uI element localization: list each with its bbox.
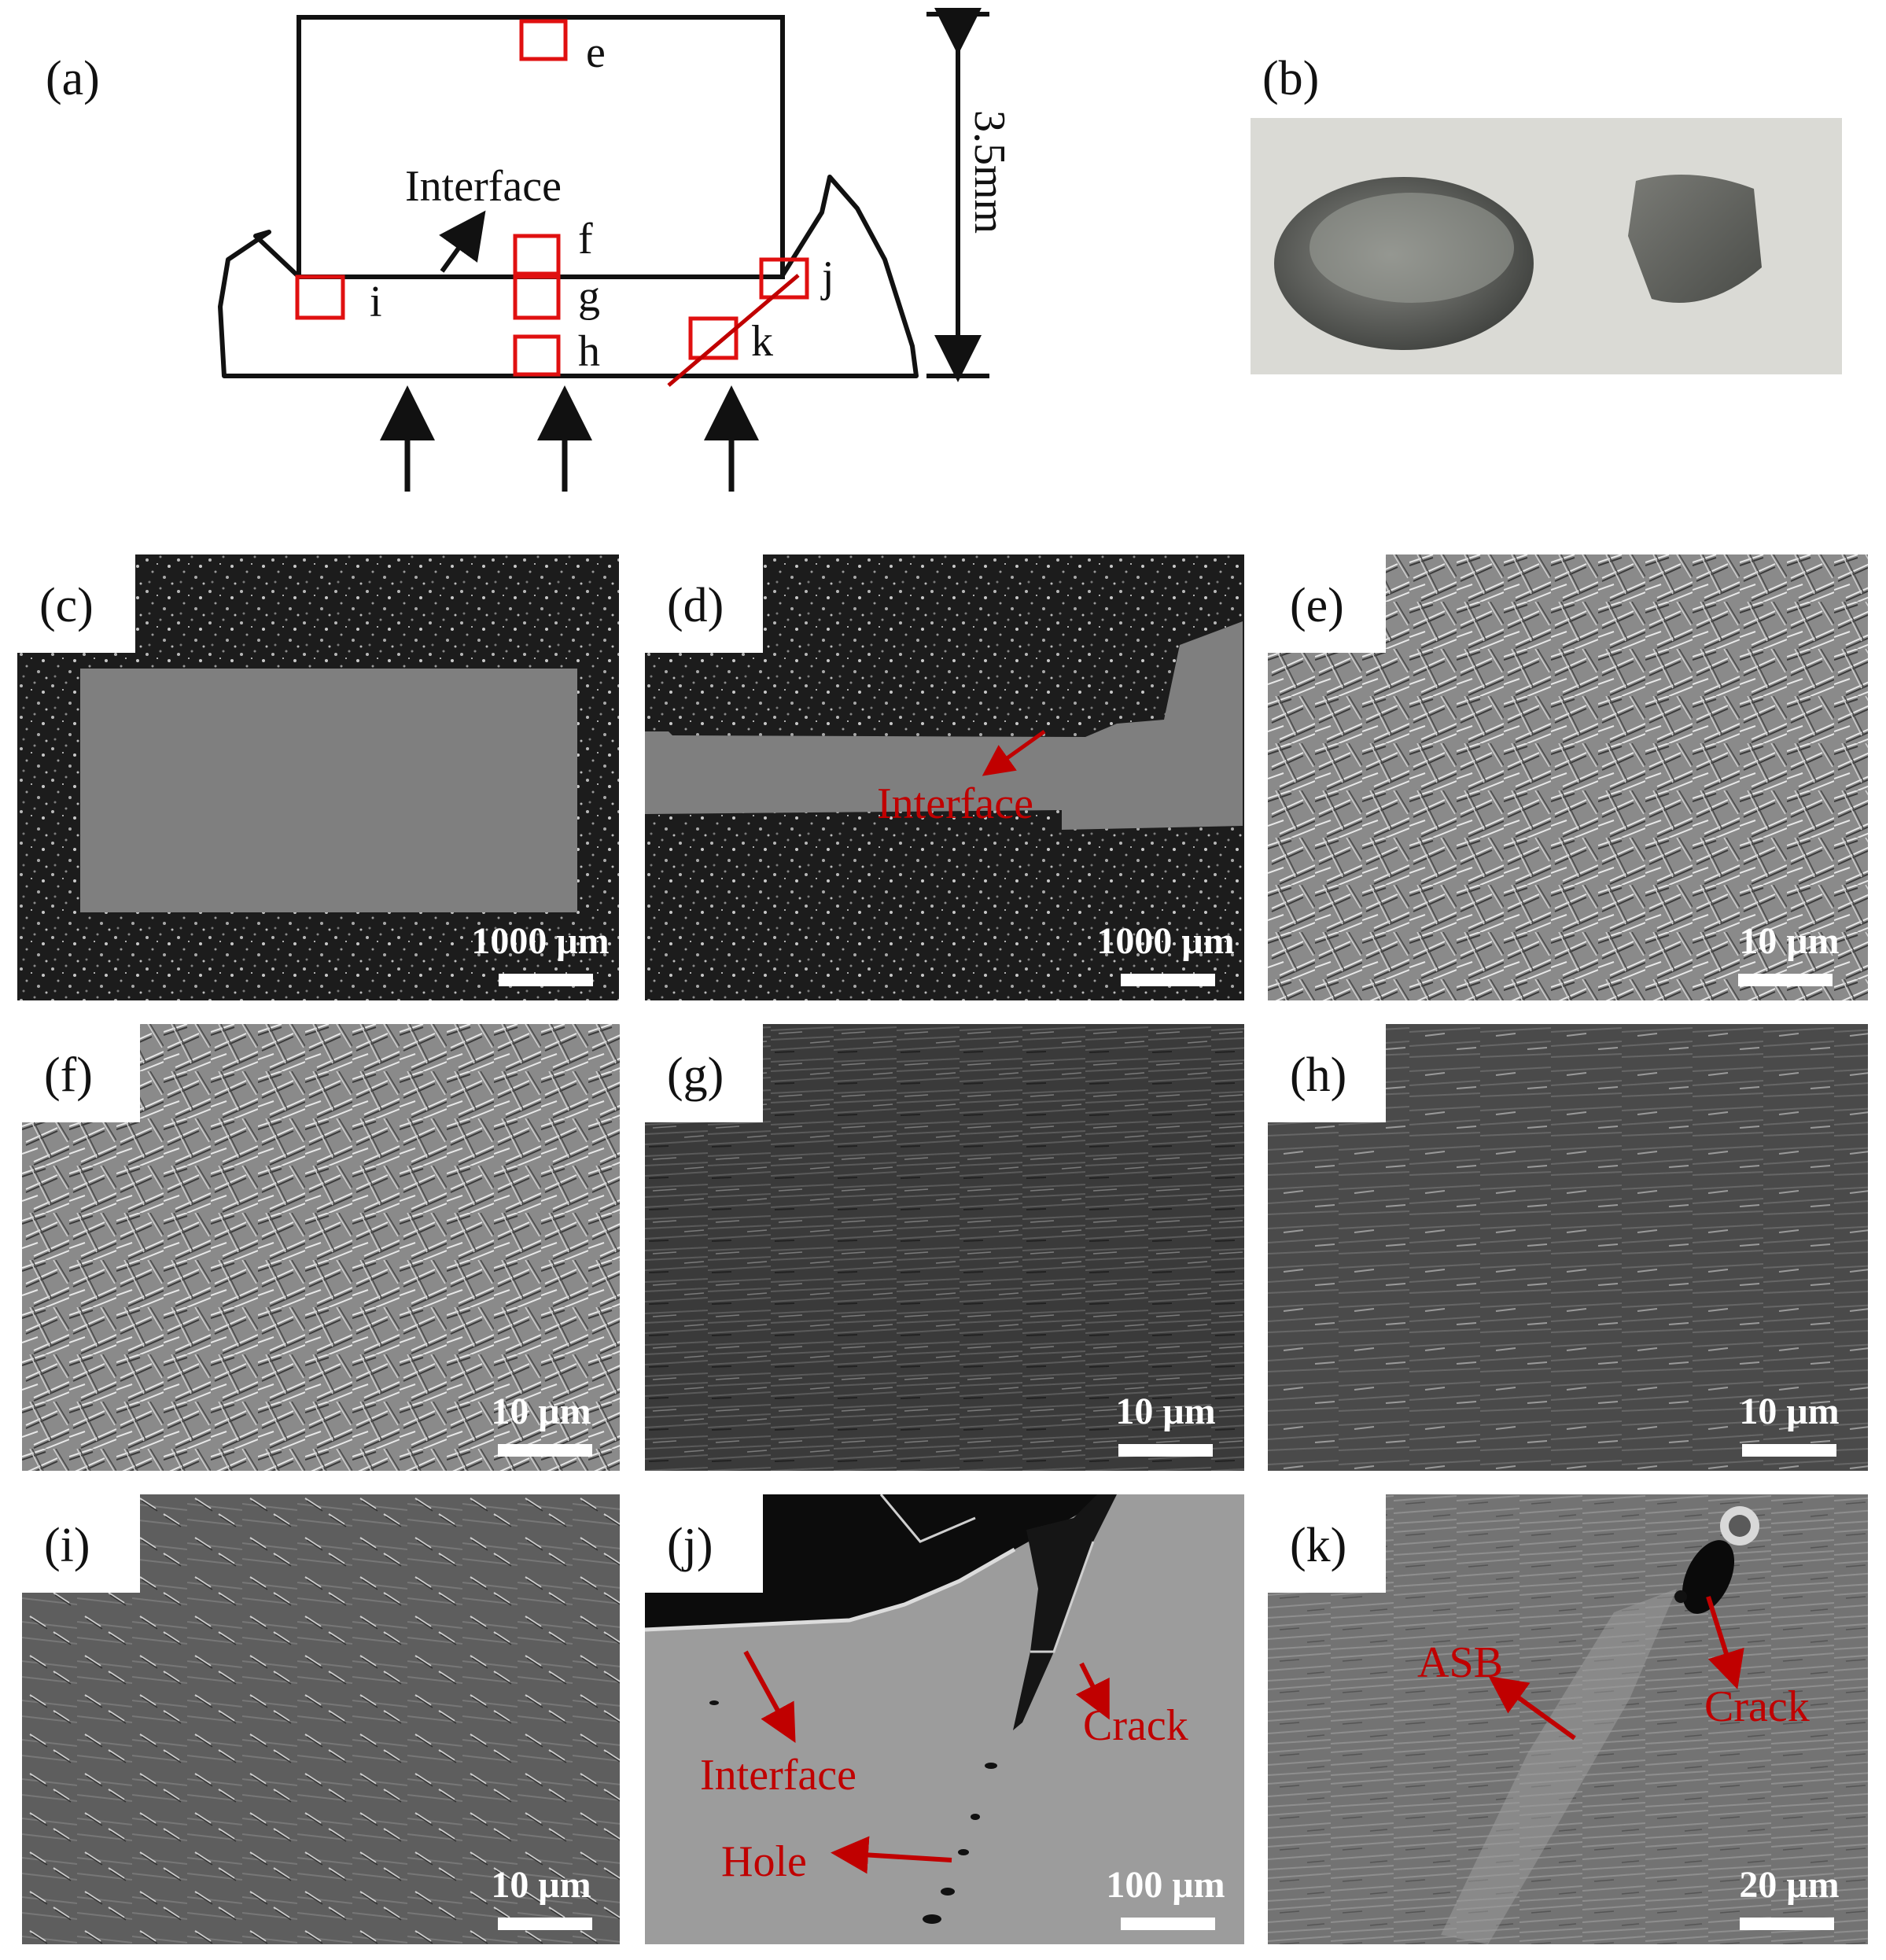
region-box-g bbox=[513, 274, 561, 320]
region-box-e bbox=[519, 19, 568, 61]
panel-d-annot-interface: Interface bbox=[877, 779, 1033, 828]
panel-j-annot-interface: Interface bbox=[700, 1751, 856, 1800]
panel-d-scalebar bbox=[1121, 974, 1215, 986]
region-box-h bbox=[513, 334, 561, 377]
panel-f-scale: 10 μm bbox=[491, 1391, 591, 1432]
panel-e-scalebar bbox=[1738, 974, 1833, 986]
region-letter-e: e bbox=[586, 28, 606, 77]
panel-h: (h) 10 μm bbox=[1268, 1024, 1868, 1471]
panel-i-label: (i) bbox=[44, 1519, 90, 1572]
panel-g-label: (g) bbox=[667, 1048, 724, 1102]
panel-c-scale: 1000 μm bbox=[471, 920, 610, 962]
panel-d: Interface (d) 1000 μm bbox=[645, 554, 1244, 1000]
panel-b-label: (b) bbox=[1262, 52, 1320, 105]
shear-line bbox=[667, 274, 800, 387]
panel-g-scalebar bbox=[1118, 1444, 1213, 1457]
region-box-f bbox=[513, 234, 561, 276]
dimension-label: 3.5mm bbox=[965, 110, 1014, 234]
panel-h-scalebar bbox=[1742, 1444, 1836, 1457]
region-letter-k: k bbox=[751, 317, 773, 366]
panel-b-photo bbox=[1251, 118, 1842, 374]
panel-f: (f) 10 μm bbox=[22, 1024, 620, 1471]
crack-branch bbox=[1013, 1494, 1117, 1730]
panel-j-annot-hole: Hole bbox=[721, 1837, 807, 1886]
shear-band bbox=[1441, 1589, 1677, 1944]
region-box-k bbox=[688, 316, 739, 360]
void bbox=[1682, 1540, 1735, 1614]
panel-f-scalebar bbox=[498, 1444, 592, 1457]
panel-c: (c) 1000 μm bbox=[17, 554, 619, 1000]
region-letter-h: h bbox=[578, 327, 600, 376]
panel-h-label: (h) bbox=[1290, 1048, 1347, 1102]
panel-j-label: (j) bbox=[667, 1519, 713, 1572]
specimen-2 bbox=[1628, 175, 1762, 303]
region-box-i bbox=[295, 274, 345, 320]
panel-k-label: (k) bbox=[1290, 1519, 1347, 1572]
interface-label: Interface bbox=[405, 162, 562, 211]
panel-g-scale: 10 μm bbox=[1115, 1391, 1216, 1432]
panel-i: (i) 10 μm bbox=[22, 1494, 620, 1944]
region-letter-i: i bbox=[370, 278, 382, 326]
panel-e-scale: 10 μm bbox=[1739, 920, 1840, 962]
panel-k-scalebar bbox=[1740, 1918, 1834, 1930]
panel-k: ASB Crack (k) 20 μm bbox=[1268, 1494, 1868, 1944]
panel-e-label: (e) bbox=[1290, 579, 1344, 632]
panel-j-scale: 100 μm bbox=[1106, 1864, 1225, 1906]
panel-j-scalebar bbox=[1121, 1918, 1215, 1930]
panel-c-scalebar bbox=[499, 974, 593, 986]
region-box-j bbox=[759, 257, 809, 300]
panel-e: (e) 10 μm bbox=[1268, 554, 1868, 1000]
panel-i-scalebar bbox=[498, 1918, 592, 1930]
panel-g: (g) 10 μm bbox=[645, 1024, 1244, 1471]
panel-d-scale: 1000 μm bbox=[1096, 920, 1235, 962]
lower-specimen bbox=[218, 175, 919, 378]
panel-d-label: (d) bbox=[667, 579, 724, 632]
panel-h-scale: 10 μm bbox=[1739, 1391, 1840, 1432]
panel-j-annot-crack: Crack bbox=[1083, 1701, 1188, 1750]
panel-k-annot-crack: Crack bbox=[1704, 1682, 1810, 1731]
specimen-cross-section bbox=[645, 621, 1243, 830]
specimen-cross-section bbox=[80, 669, 577, 912]
panel-k-scale: 20 μm bbox=[1739, 1864, 1840, 1906]
region-letter-j: j bbox=[820, 252, 834, 301]
panel-j: Interface Crack Hole (j) 100 μm bbox=[645, 1494, 1244, 1944]
panel-a-schematic: Interface e f g h i j k 3.5mm bbox=[218, 7, 1014, 492]
region-letter-f: f bbox=[578, 215, 593, 263]
panel-i-scale: 10 μm bbox=[491, 1864, 591, 1906]
panel-f-label: (f) bbox=[44, 1048, 93, 1102]
panel-c-label: (c) bbox=[39, 579, 94, 632]
region-letter-g: g bbox=[578, 272, 600, 321]
panel-k-annot-asb: ASB bbox=[1417, 1638, 1503, 1687]
panel-a-label: (a) bbox=[46, 52, 100, 105]
